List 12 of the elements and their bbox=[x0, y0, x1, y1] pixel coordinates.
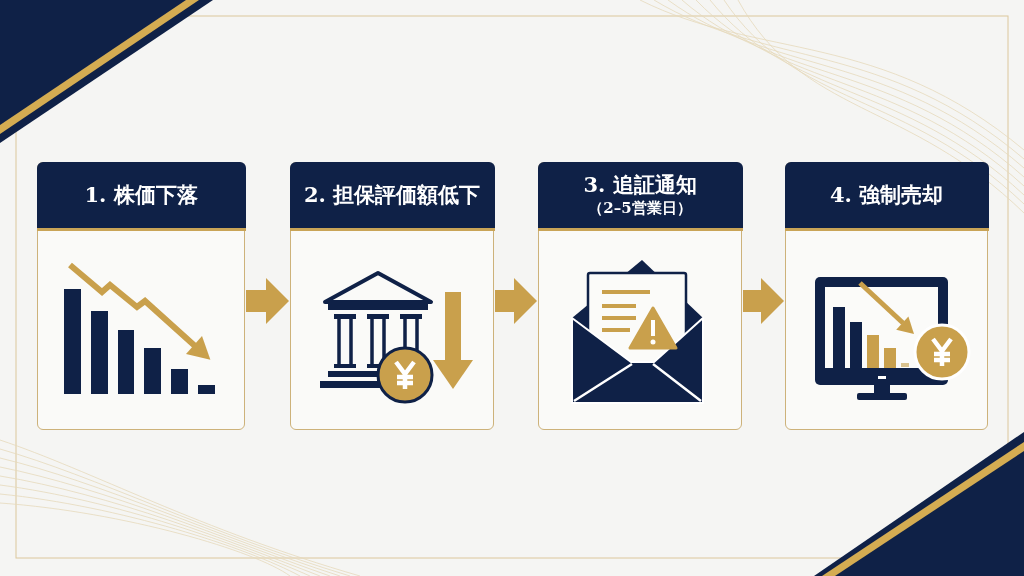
arrow bbox=[743, 278, 784, 324]
step-title: 2. 担保評価額低下 bbox=[303, 181, 481, 208]
step-card bbox=[37, 162, 245, 430]
step-title: 1. 株価下落 bbox=[84, 181, 198, 208]
step-card bbox=[538, 162, 742, 430]
step-card bbox=[290, 162, 494, 430]
step-subtitle: （2–5営業日） bbox=[588, 197, 692, 218]
step-title: 4. 強制売却 bbox=[829, 181, 944, 208]
step-card bbox=[785, 162, 988, 430]
arrow bbox=[246, 278, 289, 324]
step-title: 3. 追証通知 bbox=[583, 171, 697, 198]
arrow bbox=[495, 278, 537, 324]
